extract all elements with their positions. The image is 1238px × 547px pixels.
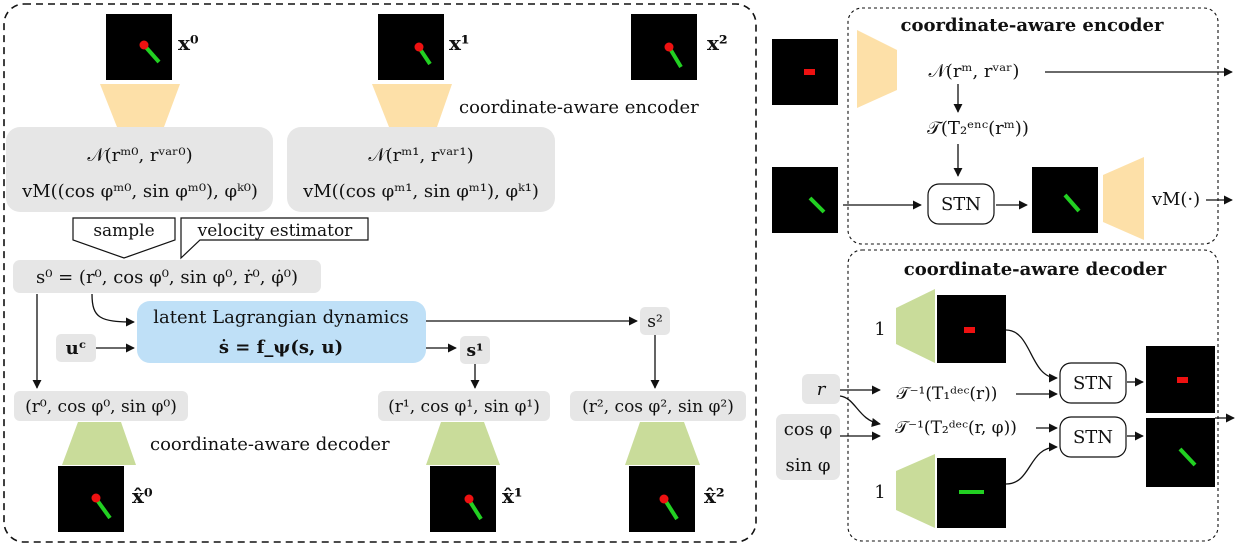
decoder-panel-frame-a [937, 295, 1006, 363]
latent-dynamics-box [137, 301, 426, 363]
latent-dynamics-title: latent Lagrangian dynamics [153, 307, 409, 328]
decoder-sin-input: sin φ [786, 455, 831, 476]
decoder-panel-arrows [839, 329, 1235, 485]
decoder-panel-stn-a-label: STN [1073, 373, 1113, 394]
coords-box-1 [378, 391, 550, 421]
decoder-cos-input: cos φ [784, 419, 832, 440]
encoder-input-frame-a [772, 39, 838, 105]
decoder-panel-frame-b [937, 458, 1006, 528]
state-s2-box [640, 307, 670, 335]
distribution-1-vm: vM((cos φᵐ¹, sin φᵐ¹), φᵏ¹) [302, 181, 539, 202]
decoder-const-one-b: 1 [874, 482, 885, 503]
state-s0: s⁰ = (r⁰, cos φ⁰, sin φ⁰, ṙ⁰, φ̇⁰) [36, 267, 298, 288]
sample-box [72, 217, 176, 259]
encoder-input-frame-b [772, 167, 838, 233]
decoder-r-box [802, 374, 840, 404]
decoder-transform1: 𝒯⁻¹(T₁ᵈᵉᶜ(r)) [897, 384, 998, 404]
encoder-label: coordinate-aware encoder [459, 97, 699, 118]
decoder-trapezoid-0 [62, 422, 136, 465]
output-frame-x2 [629, 466, 695, 532]
latent-dynamics-equation: ṡ = f_ψ(s, u) [219, 337, 343, 358]
decoder-panel-title: coordinate-aware decoder [904, 259, 1167, 280]
decoder-panel-trapezoid-a [896, 289, 935, 363]
output-frame-x1 [430, 466, 496, 532]
decoder-panel-stn-a [1059, 362, 1127, 404]
sample-label: sample [93, 221, 154, 241]
encoder-trapezoid-0 [100, 84, 180, 127]
encoder-panel-transform: 𝒯(T₂ᵉⁿᶜ(rᵐ)) [927, 118, 1029, 139]
encoder-panel-trapezoid-a [857, 30, 897, 108]
output-frame-x0 [58, 466, 124, 532]
left-panel-arrows [32, 293, 660, 389]
input-frame-x2 [631, 14, 697, 80]
decoder-panel-stn-b-label: STN [1073, 427, 1113, 448]
encoder-trapezoid-1 [372, 84, 452, 127]
distribution-0-vm: vM((cos φᵐ⁰, sin φᵐ⁰), φᵏ⁰) [21, 181, 258, 202]
encoder-panel-stn-label: STN [941, 194, 981, 215]
decoder-trapezoid-2 [625, 422, 700, 465]
encoder-panel-transformed-frame [1032, 167, 1098, 233]
encoder-panel-trapezoid-b [1103, 157, 1144, 240]
decoder-panel-border [847, 249, 1219, 542]
decoder-r-input: r [817, 379, 827, 400]
distribution-1-normal: 𝒩(rᵐ¹, rᵛᵃʳ¹) [368, 145, 473, 166]
output-frame-label-x0: x̂⁰ [132, 484, 153, 508]
state-s0-box [13, 260, 321, 293]
control-uc-box [56, 334, 96, 362]
control-uc: uᶜ [66, 338, 87, 359]
velocity-estimator-box [180, 217, 369, 260]
velocity-estimator-label: velocity estimator [197, 221, 354, 241]
input-frame-x1 [378, 14, 444, 80]
input-frame-x0 [106, 14, 172, 80]
distribution-0-normal: 𝒩(rᵐ⁰, rᵛᵃʳ⁰) [87, 145, 192, 166]
encoder-panel-border [847, 7, 1219, 245]
output-frame-label-x1: x̂¹ [502, 484, 523, 508]
encoder-panel-normal: 𝒩(rᵐ, rᵛᵃʳ) [929, 61, 1020, 82]
coords-box-2 [570, 391, 746, 421]
encoder-panel-arrows [843, 67, 1233, 210]
state-s1-box [460, 336, 490, 364]
decoder-trapezoid-1 [426, 422, 500, 465]
decoder-label: coordinate-aware decoder [150, 434, 390, 455]
decoder-transform2: 𝒯⁻¹(T₂ᵈᵉᶜ(r, φ)) [895, 418, 1017, 438]
input-frame-label-x1: x¹ [449, 31, 470, 55]
encoder-panel-stn [927, 183, 995, 225]
coords-2: (r², cos φ², sin φ²) [582, 397, 734, 417]
coords-box-0 [14, 391, 188, 421]
encoder-panel-title: coordinate-aware encoder [901, 15, 1164, 36]
encoder-panel-vm-output: vM(·) [1151, 189, 1200, 210]
decoder-panel-output-frame-a [1146, 346, 1215, 413]
state-s1: s¹ [466, 341, 483, 361]
decoder-cos-sin-box [776, 414, 840, 480]
distribution-box-1 [287, 127, 555, 212]
input-frame-label-x2: x² [707, 31, 728, 55]
decoder-panel-trapezoid-b [896, 454, 935, 528]
state-s2: s² [647, 312, 663, 332]
decoder-panel-output-frame-b [1146, 418, 1215, 487]
input-frame-label-x0: x⁰ [178, 31, 199, 55]
coords-0: (r⁰, cos φ⁰, sin φ⁰) [25, 397, 177, 417]
decoder-panel-stn-b [1059, 416, 1127, 458]
coords-1: (r¹, cos φ¹, sin φ¹) [388, 397, 540, 417]
distribution-box-0 [6, 127, 273, 212]
output-frame-label-x2: x̂² [704, 484, 725, 508]
decoder-const-one-a: 1 [874, 319, 885, 340]
